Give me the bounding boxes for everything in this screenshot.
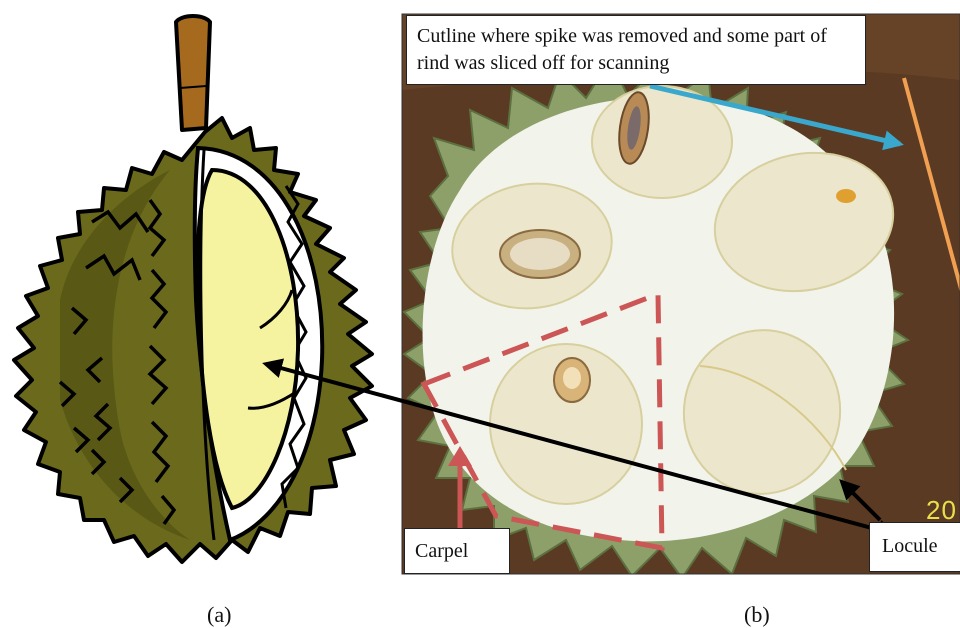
stem-icon [176, 16, 210, 130]
photo-date-stamp: 20 [926, 495, 957, 526]
carpel-annotation: Carpel [404, 528, 510, 574]
locule-annotation: Locule [869, 522, 960, 572]
cutline-annotation: Cutline where spike was removed and some… [406, 15, 866, 85]
durian-illustration [14, 16, 372, 562]
panel-label-b: (b) [744, 602, 770, 628]
panel-label-a: (a) [207, 602, 231, 628]
